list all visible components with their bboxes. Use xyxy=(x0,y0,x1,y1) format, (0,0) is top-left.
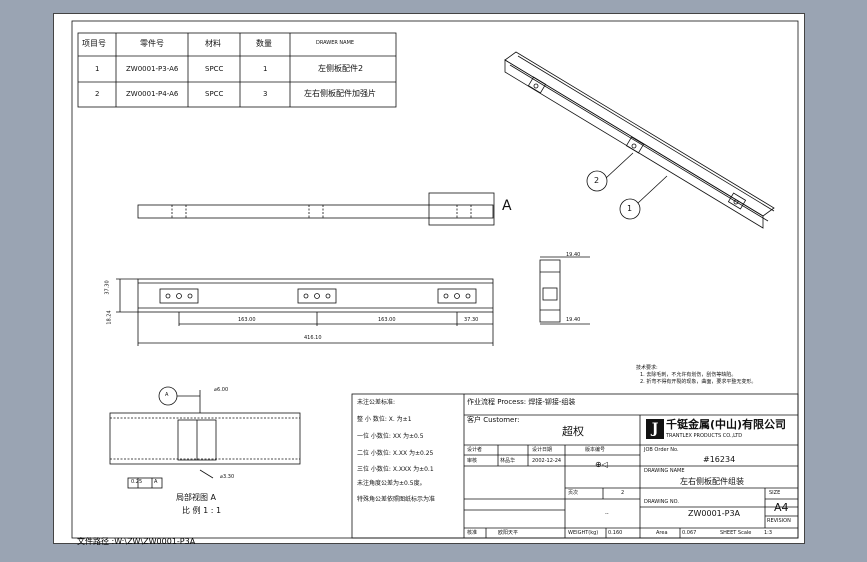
bom-r1-material: SPCC xyxy=(205,65,224,73)
weight-value: 0.160 xyxy=(608,530,623,536)
tol-block-l4: 三位 小数位: X.XXX 为±0.1 xyxy=(357,466,434,473)
drawing-name-label: DRAWING NAME xyxy=(644,468,685,474)
sheet-scale-value: 1:3 xyxy=(764,530,773,536)
tol-symbol-value: 0.25 xyxy=(131,479,143,485)
area-label: Area xyxy=(656,530,668,536)
tol-block-l1: 整 小 数位: X. 为±1 xyxy=(357,416,412,423)
dash-value: -- xyxy=(605,511,609,517)
approve-label: 核准 xyxy=(467,530,478,536)
balloon-2-label: 2 xyxy=(594,176,600,185)
detail-callout-letter: A xyxy=(165,392,169,398)
dim-section-top: 19.40 xyxy=(566,252,581,258)
revision-caption: REVISION xyxy=(767,518,791,524)
bom-table-frame xyxy=(77,32,397,108)
dim-seg1: 163.00 xyxy=(238,317,256,323)
notes-line2: 2. 折弯不得有开裂的现象，曲面，要求平整无变形。 xyxy=(640,379,757,385)
tol-block-l2: 一位 小数位: XX 为±0.5 xyxy=(357,433,424,440)
rev-label: 版本编号 xyxy=(585,447,606,453)
balloon-1 xyxy=(619,198,641,220)
approve-value: 欧阳天平 xyxy=(498,530,519,536)
bom-header-material: 材料 xyxy=(205,39,221,48)
bom-header-qty: 数量 xyxy=(256,39,272,48)
bom-r2-item: 2 xyxy=(95,90,100,98)
design-date-value: 2002-12-24 xyxy=(532,458,562,464)
bom-r2-material: SPCC xyxy=(205,90,224,98)
customer-label: 客户 Customer: xyxy=(467,416,520,424)
dim-hole-dia: ⌀6.00 xyxy=(214,387,229,393)
detail-view-scale: 比 例 1 : 1 xyxy=(182,506,222,515)
front-view xyxy=(137,278,494,313)
bom-r2-qty: 3 xyxy=(263,90,268,98)
weight-label: WEIGHT(kg) xyxy=(568,530,599,536)
page-label: 页次 xyxy=(568,490,579,496)
company-logo: J xyxy=(646,419,664,439)
top-view xyxy=(137,204,494,219)
dim-overall: 416.10 xyxy=(304,335,322,341)
detail-a-box xyxy=(428,192,495,226)
size-label: SIZE xyxy=(769,490,781,496)
drawing-no-label: DRAWING NO. xyxy=(644,499,679,505)
designer-label: 设计者 xyxy=(467,447,483,453)
bom-r2-part: ZW0001-P4-A6 xyxy=(126,90,179,98)
balloon-2 xyxy=(586,170,608,192)
balloon-1-label: 1 xyxy=(627,204,633,213)
dim-section-bottom: 19.40 xyxy=(566,317,581,323)
bom-r1-name: 左侧板配件2 xyxy=(318,64,364,73)
tol-block-l3: 二位 小数位: X.XX 为±0.25 xyxy=(357,450,434,457)
design-date-label: 设计日期 xyxy=(532,447,553,453)
customer-value: 超权 xyxy=(562,425,584,438)
company-name-cn: 千铤金属(中山)有限公司 xyxy=(666,418,787,431)
tol-block-l5: 未注角度公差为±0.5度。 xyxy=(357,480,426,487)
area-value: 0.067 xyxy=(682,530,697,536)
detail-a-letter: A xyxy=(502,198,512,214)
dim-seg3: 37.30 xyxy=(464,317,479,323)
bom-r1-item: 1 xyxy=(95,65,100,73)
designer-value: 林品华 xyxy=(500,458,516,464)
bom-r2-name: 左右侧板配件加强片 xyxy=(304,89,376,98)
inner-frame xyxy=(71,20,799,539)
tol-block-l6: 特殊角公差依照图纸标示为准 xyxy=(357,496,436,503)
drawing-name-value: 左右侧板配件组装 xyxy=(680,477,744,486)
bom-header-name: DRAWER NAME xyxy=(316,40,355,46)
tol-block-title: 未注公差标准: xyxy=(357,399,396,406)
job-no-label: JOB Order No. xyxy=(644,447,679,453)
projection-symbol: ⊕◁ xyxy=(595,460,608,469)
file-path: 文件路径 :W:\ZW\ZW0001-P3A xyxy=(77,537,196,546)
dim-height-top: 37.30 xyxy=(104,280,111,295)
size-value: A4 xyxy=(774,501,789,514)
sheet-scale-label: SHEET Scale xyxy=(720,530,752,536)
notes-title: 技术要求: xyxy=(636,365,658,371)
bom-r1-qty: 1 xyxy=(263,65,268,73)
job-no-value: #16234 xyxy=(703,455,736,464)
company-name-en: TRANTLEX PRODUCTS CO.,LTD xyxy=(666,433,743,439)
bom-header-item: 项目号 xyxy=(82,39,106,48)
tolerance-frame xyxy=(127,477,163,489)
notes-line1: 1. 去除毛刺，不允许有划伤，刮伤等缺陷。 xyxy=(640,372,737,378)
dim-hole-dia2: ⌀3.30 xyxy=(220,474,235,480)
drawing-no-value: ZW0001-P3A xyxy=(688,509,741,518)
section-view xyxy=(539,259,561,323)
dim-seg2: 163.00 xyxy=(378,317,396,323)
tol-ref: A xyxy=(154,479,158,485)
bom-r1-part: ZW0001-P3-A6 xyxy=(126,65,179,73)
bom-header-part: 零件号 xyxy=(140,39,164,48)
status-label: 审核 xyxy=(467,458,478,464)
isometric-rail xyxy=(504,51,775,229)
detail-view-a xyxy=(109,412,301,465)
page-value: 2 xyxy=(621,490,625,496)
dim-height-bottom: 18.24 xyxy=(106,310,113,325)
detail-view-title: 局部视图 A xyxy=(176,493,217,502)
process-label: 作业流程 Process: 焊接-铆接-组装 xyxy=(467,398,576,406)
